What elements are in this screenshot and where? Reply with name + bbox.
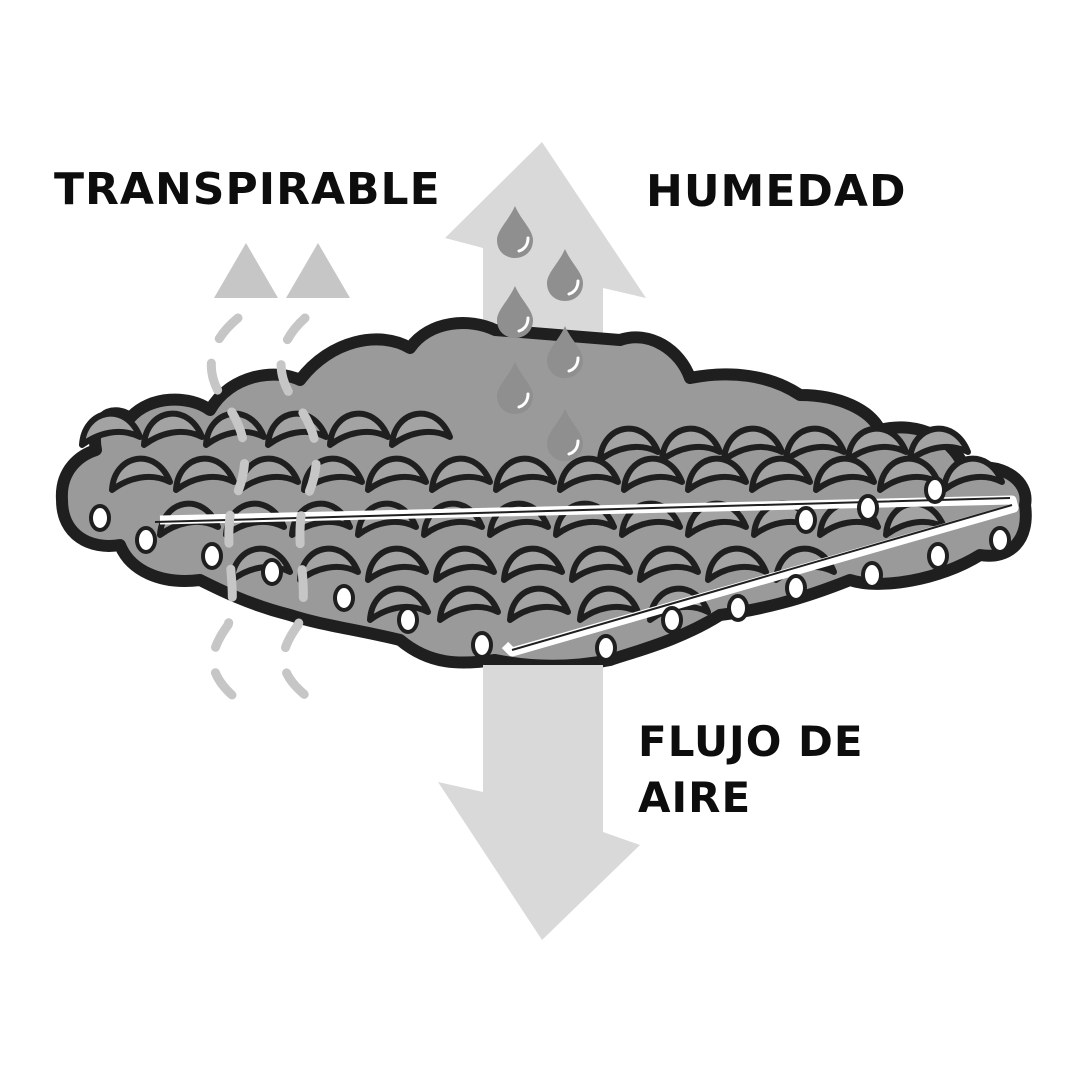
- weave-scale: [569, 545, 633, 583]
- weave-scale: [749, 455, 813, 493]
- humidity-label: HUMEDAD: [646, 166, 907, 217]
- weave-scale: [845, 425, 909, 463]
- weave-scale: [229, 545, 293, 583]
- fabric-hole: [924, 476, 946, 504]
- small-up-arrow-icon: [286, 243, 350, 298]
- fabric-hole: [927, 542, 949, 570]
- water-drop-icon: [497, 362, 533, 414]
- water-drop-icon: [547, 409, 583, 461]
- fabric-hole: [727, 594, 749, 622]
- weave-scale: [429, 455, 493, 493]
- fabric-hole: [201, 542, 223, 570]
- weave-scale: [907, 425, 971, 463]
- weave-scale: [597, 425, 661, 463]
- fabric-weave-icon: [55, 317, 1032, 672]
- water-drop-icon: [547, 326, 583, 378]
- weave-scale: [365, 545, 429, 583]
- fabric-hole: [861, 561, 883, 589]
- weave-scale: [79, 410, 143, 448]
- weave-scale: [685, 455, 749, 493]
- fabric-hole: [989, 526, 1011, 554]
- weave-scale: [705, 545, 769, 583]
- water-drop-icon: [547, 249, 583, 301]
- weave-scale: [501, 545, 565, 583]
- fabric-hole: [595, 634, 617, 662]
- weave-scale: [557, 455, 621, 493]
- weave-scale: [109, 455, 173, 493]
- weave-scale: [237, 455, 301, 493]
- fabric-hole: [333, 584, 355, 612]
- fabric-hole: [857, 494, 879, 522]
- fabric-hole: [135, 526, 157, 554]
- weave-scale: [507, 585, 571, 623]
- weave-scale: [141, 410, 205, 448]
- fabric-hole: [261, 558, 283, 586]
- fabric-hole: [785, 574, 807, 602]
- weave-scale: [637, 545, 701, 583]
- weave-scale: [437, 585, 501, 623]
- dashed-air-path: [276, 313, 321, 700]
- airflow-label: FLUJO DE AIRE: [638, 714, 864, 826]
- weave-scale: [941, 455, 1005, 493]
- small-up-arrow-icon: [214, 243, 278, 298]
- weave-scale: [365, 455, 429, 493]
- water-drops: [497, 206, 583, 461]
- weave-scale: [783, 425, 847, 463]
- weave-scale: [367, 585, 431, 623]
- fabric-hole: [661, 606, 683, 634]
- water-drop-icon: [497, 206, 533, 258]
- airflow-label-line-1: FLUJO DE: [638, 717, 864, 766]
- weave-scale: [493, 455, 557, 493]
- fabric-hole: [795, 506, 817, 534]
- fabric-body: [55, 317, 1032, 672]
- weave-scale: [327, 410, 391, 448]
- weave-scale: [721, 425, 785, 463]
- dashed-air-path: [206, 313, 250, 700]
- breathable-arrows: [206, 243, 350, 700]
- water-drop-icon: [497, 286, 533, 338]
- weave-scale: [297, 545, 361, 583]
- weave-scale: [433, 545, 497, 583]
- down-arrow-icon: [438, 665, 640, 940]
- breathable-label: TRANSPIRABLE: [54, 164, 441, 215]
- fabric-hole: [397, 606, 419, 634]
- weave-scale: [621, 455, 685, 493]
- weave-scale: [173, 455, 237, 493]
- weave-scale: [659, 425, 723, 463]
- fabric-hole: [471, 631, 493, 659]
- airflow-label-line-2: AIRE: [638, 773, 752, 822]
- weave-scale: [813, 455, 877, 493]
- weave-scale: [203, 410, 267, 448]
- weave-scale: [389, 410, 453, 448]
- fabric-hole: [89, 504, 111, 532]
